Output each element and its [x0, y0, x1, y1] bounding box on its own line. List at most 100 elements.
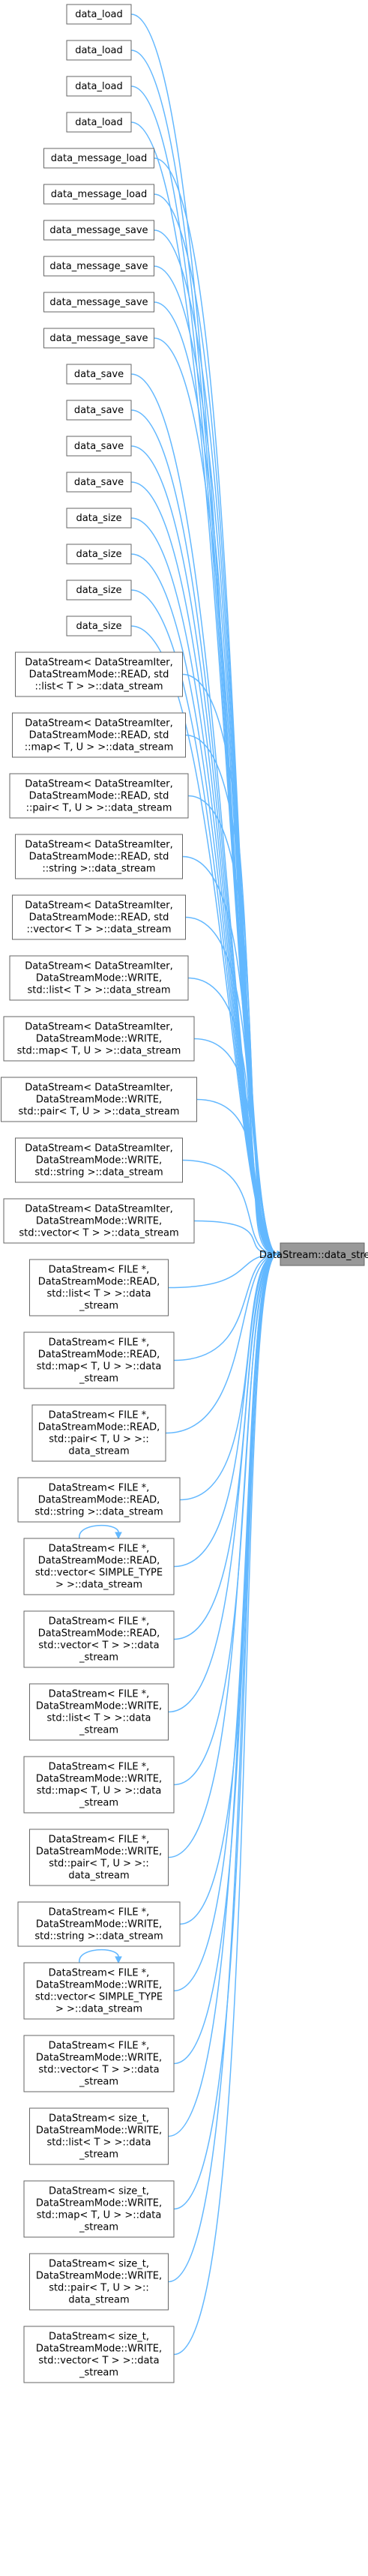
caller-node[interactable]: DataStream< FILE *,DataStreamMode::WRITE… [23, 1962, 175, 2020]
caller-node[interactable]: DataStream< DataStreamIter,DataStreamMod… [15, 651, 183, 697]
caller-node[interactable]: data_save [66, 472, 132, 493]
caller-node[interactable]: data_save [66, 436, 132, 457]
caller-node-box[interactable] [66, 472, 132, 493]
caller-node[interactable]: data_message_save [43, 220, 154, 241]
caller-node[interactable]: DataStream< DataStreamIter,DataStreamMod… [1, 1077, 197, 1122]
caller-node[interactable]: data_load [66, 76, 132, 97]
caller-node[interactable]: data_load [66, 112, 132, 133]
caller-node[interactable]: data_size [66, 616, 132, 637]
caller-node[interactable]: DataStream< size_t,DataStreamMode::WRITE… [23, 2180, 175, 2238]
caller-node[interactable]: data_size [66, 580, 132, 601]
caller-node-box[interactable] [9, 955, 189, 1001]
caller-node[interactable]: DataStream< FILE *,DataStreamMode::WRITE… [23, 2035, 175, 2092]
caller-node-box[interactable] [23, 1538, 175, 1595]
caller-node[interactable]: DataStream< FILE *,DataStreamMode::READ,… [23, 1538, 175, 1595]
caller-node-label: DataStream< FILE *, [49, 1616, 150, 1628]
caller-node-box[interactable] [29, 2253, 169, 2311]
caller-node[interactable]: DataStream< FILE *,DataStreamMode::WRITE… [17, 1901, 181, 1947]
caller-node[interactable]: DataStream< FILE *,DataStreamMode::READ,… [23, 1610, 175, 1668]
caller-node-box[interactable] [31, 1404, 166, 1462]
caller-node-box[interactable] [66, 76, 132, 97]
caller-node[interactable]: data_message_save [43, 256, 154, 277]
caller-node[interactable]: DataStream< FILE *,DataStreamMode::WRITE… [29, 1683, 169, 1741]
caller-node-label: DataStreamMode::WRITE, [36, 1095, 162, 1106]
caller-node[interactable]: DataStream< DataStreamIter,DataStreamMod… [12, 894, 186, 940]
caller-node-label: _stream [79, 2077, 118, 2088]
caller-node[interactable]: data_message_save [43, 292, 154, 313]
caller-node-box[interactable] [17, 1477, 181, 1523]
call-edge [168, 1251, 285, 1859]
caller-node-box[interactable] [66, 400, 132, 421]
call-edge-line [154, 337, 278, 1255]
caller-node[interactable]: DataStream< DataStreamIter,DataStreamMod… [15, 834, 183, 879]
caller-node-label: std::list< T > >::data [46, 2137, 151, 2149]
caller-node-box[interactable] [9, 773, 189, 819]
caller-node-box[interactable] [23, 1331, 175, 1389]
caller-node[interactable]: DataStream< FILE *,DataStreamMode::READ,… [17, 1477, 181, 1523]
caller-node-box[interactable] [43, 256, 154, 277]
caller-node[interactable]: data_message_load [43, 184, 154, 205]
caller-node-box[interactable] [66, 436, 132, 457]
caller-node-box[interactable] [1, 1077, 197, 1122]
caller-node-box[interactable] [23, 2326, 175, 2383]
caller-node[interactable]: DataStream< size_t,DataStreamMode::WRITE… [29, 2253, 169, 2311]
caller-node-box[interactable] [29, 1829, 169, 1886]
caller-node-box[interactable] [66, 616, 132, 637]
caller-node-box[interactable] [23, 1962, 175, 2020]
caller-node-box[interactable] [66, 112, 132, 133]
caller-node-box[interactable] [43, 184, 154, 205]
caller-node-box[interactable] [66, 544, 132, 565]
caller-node-box[interactable] [43, 220, 154, 241]
caller-node-box[interactable] [66, 364, 132, 385]
caller-node[interactable]: data_load [66, 40, 132, 61]
caller-node-box[interactable] [17, 1901, 181, 1947]
caller-node-box[interactable] [15, 834, 183, 879]
caller-node-box[interactable] [43, 328, 154, 349]
caller-node[interactable]: DataStream< FILE *,DataStreamMode::READ,… [31, 1404, 166, 1462]
caller-node[interactable]: data_message_load [43, 148, 154, 169]
caller-node-box[interactable] [23, 2180, 175, 2238]
caller-node-box[interactable] [15, 651, 183, 697]
caller-node[interactable]: data_save [66, 400, 132, 421]
caller-node-box[interactable] [66, 580, 132, 601]
caller-node[interactable]: DataStream< size_t,DataStreamMode::WRITE… [23, 2326, 175, 2383]
caller-node[interactable]: DataStream< DataStreamIter,DataStreamMod… [9, 773, 189, 819]
caller-node[interactable]: data_save [66, 364, 132, 385]
caller-node-box[interactable] [66, 40, 132, 61]
caller-node[interactable]: DataStream< DataStreamIter,DataStreamMod… [12, 712, 186, 758]
caller-node[interactable]: data_message_save [43, 328, 154, 349]
caller-node-box[interactable] [3, 1198, 195, 1244]
caller-node[interactable]: data_load [66, 4, 132, 25]
caller-node-box[interactable] [12, 712, 186, 758]
caller-node-box[interactable] [29, 1683, 169, 1741]
call-edge-line [173, 1254, 278, 2210]
caller-node[interactable]: data_size [66, 508, 132, 529]
caller-node[interactable]: DataStream< FILE *,DataStreamMode::READ,… [29, 1259, 169, 1316]
caller-node-box[interactable] [23, 1756, 175, 1814]
caller-node-box[interactable] [12, 894, 186, 940]
caller-node[interactable]: DataStream< DataStreamIter,DataStreamMod… [3, 1016, 195, 1062]
caller-node-box[interactable] [23, 2035, 175, 2092]
caller-node-box[interactable] [43, 292, 154, 313]
caller-node-box[interactable] [66, 508, 132, 529]
caller-node[interactable]: data_size [66, 544, 132, 565]
caller-node[interactable]: DataStream< DataStreamIter,DataStreamMod… [15, 1137, 183, 1183]
caller-node[interactable]: DataStream< size_t,DataStreamMode::WRITE… [29, 2107, 169, 2165]
caller-node-box[interactable] [29, 1259, 169, 1316]
caller-node-label: DataStream< FILE *, [49, 1689, 150, 1700]
target-node[interactable]: DataStream::data_stream [259, 1242, 368, 1266]
caller-node-label: DataStream< DataStreamIter, [25, 1143, 173, 1155]
caller-node-box[interactable] [43, 148, 154, 169]
caller-node-box[interactable] [23, 1610, 175, 1668]
caller-node[interactable]: DataStream< FILE *,DataStreamMode::READ,… [23, 1331, 175, 1389]
caller-node[interactable]: DataStream< DataStreamIter,DataStreamMod… [3, 1198, 195, 1244]
caller-node-box[interactable] [3, 1016, 195, 1062]
caller-node-box[interactable] [15, 1137, 183, 1183]
caller-node-box[interactable] [29, 2107, 169, 2165]
call-edge [196, 1098, 285, 1258]
caller-node-box[interactable] [66, 4, 132, 25]
caller-node[interactable]: DataStream< FILE *,DataStreamMode::WRITE… [23, 1756, 175, 1814]
caller-node[interactable]: DataStream< FILE *,DataStreamMode::WRITE… [29, 1829, 169, 1886]
caller-node[interactable]: DataStream< DataStreamIter,DataStreamMod… [9, 955, 189, 1001]
target-node-box[interactable] [280, 1242, 365, 1266]
